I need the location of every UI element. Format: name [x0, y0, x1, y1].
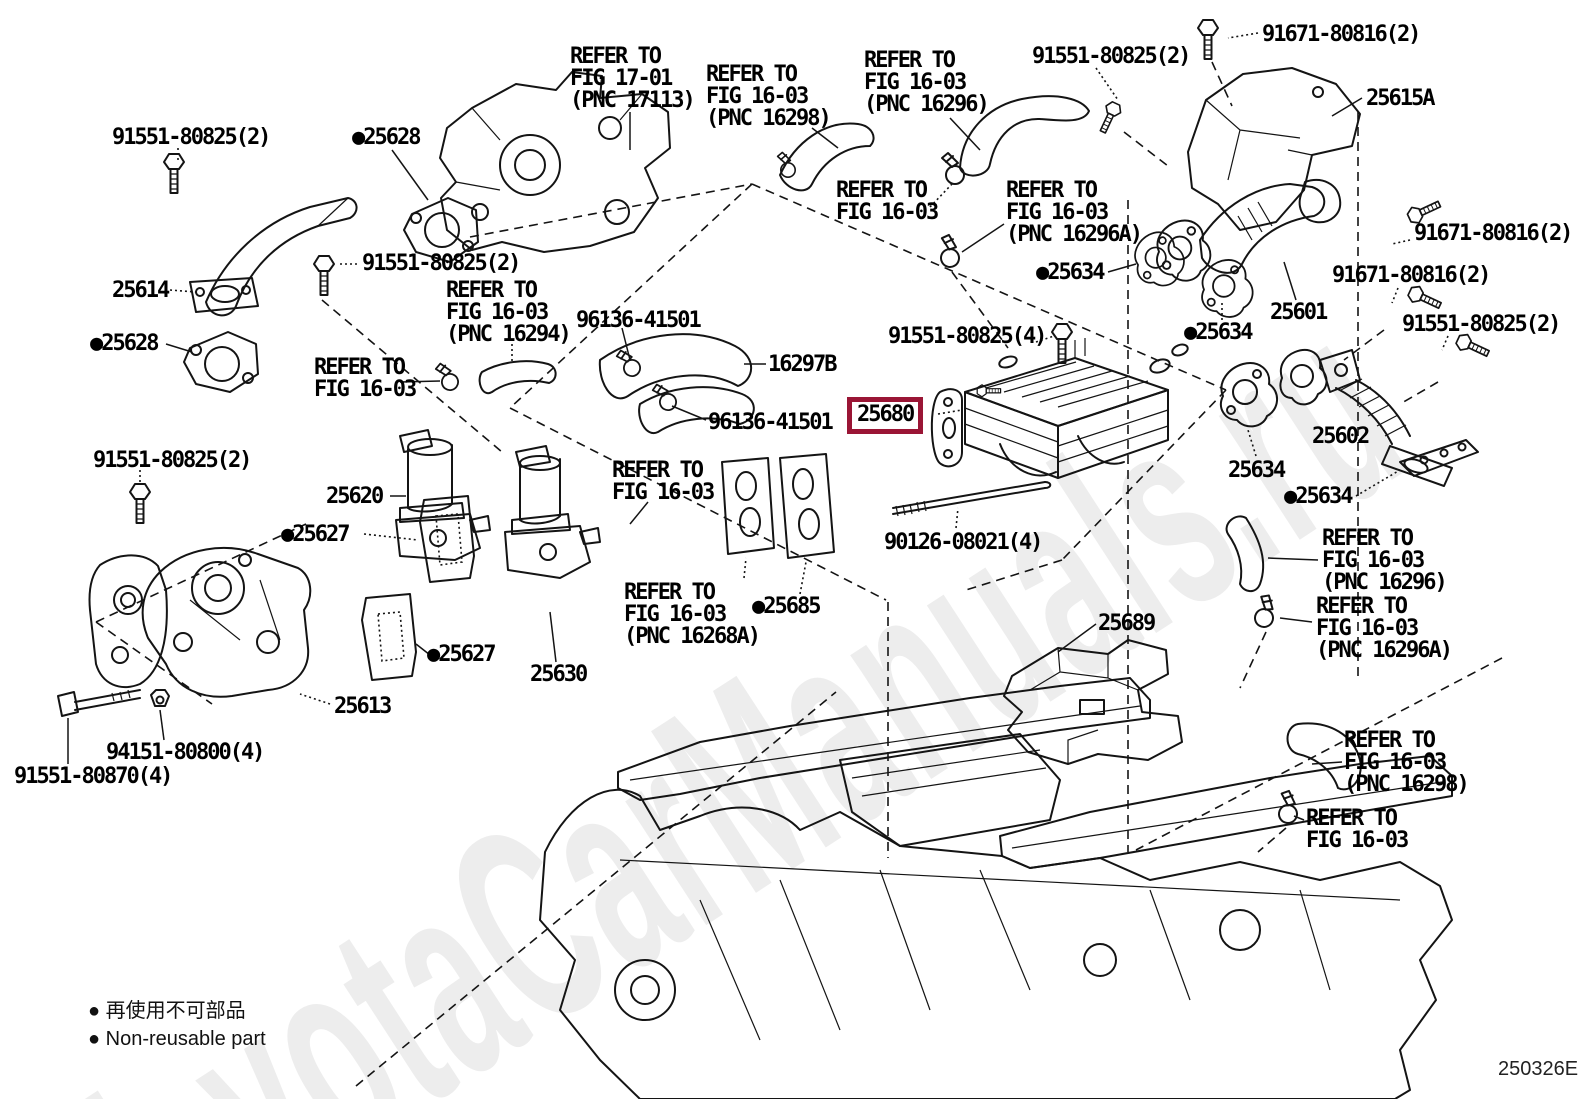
legend-non-reusable-jp: ● 再使用不可部品 [88, 1000, 246, 1022]
egr-cooler-25680-drawing [930, 338, 1189, 479]
label-part-25628-top: ●25628 [352, 125, 421, 150]
label-part-91551-80825-2-right: 91551-80825(2) [1402, 312, 1561, 337]
label-refer-fig16-03-pnc16298-top: REFER TO FIG 16-03 (PNC 16298) [706, 62, 832, 131]
label-refer-fig16-03-pnc16296A-top: REFER TO FIG 16-03 (PNC 16296A) [1006, 178, 1143, 247]
leader-lines [67, 32, 1449, 821]
label-part-91551-80825-2-topleft: 91551-80825(2) [112, 125, 271, 150]
construction-lines [95, 61, 1503, 1087]
label-part-96136-41501-bottom: 96136-41501 [708, 410, 834, 435]
hose-pnc16298-right-drawing [1271, 722, 1362, 827]
label-part-91551-80825-2-topright: 91551-80825(2) [1032, 44, 1191, 69]
engine-block-drawing [539, 677, 1453, 1099]
label-part-25601: 25601 [1270, 300, 1328, 325]
gasket-25685-drawing [779, 453, 835, 559]
gasket-25628-left-drawing [183, 331, 259, 393]
hoses-16297B-drawing [598, 333, 755, 435]
label-part-25628-left: ●25628 [90, 331, 159, 356]
stud-90126-drawing [892, 481, 1052, 517]
label-part-91671-80816-2-top: 91671-80816(2) [1262, 22, 1421, 47]
label-part-25680: 25680 [847, 397, 924, 434]
gasket-pnc16268A-drawing [721, 457, 775, 555]
label-part-96136-41501-top: 96136-41501 [576, 308, 702, 333]
label-part-91551-80870-4: 91551-80870(4) [14, 764, 173, 789]
pipe-25602-drawing [1279, 349, 1453, 487]
egr-valve-25620-drawing [395, 429, 491, 561]
label-part-25685: ●25685 [752, 594, 821, 619]
label-part-91551-80825-2-mid: 91551-80825(2) [362, 251, 521, 276]
label-refer-fig16-03-pnc16296-top: REFER TO FIG 16-03 (PNC 16296) [864, 48, 990, 117]
label-refer-fig17-01: REFER TO FIG 17-01 (PNC 17113) [570, 44, 696, 113]
label-part-25615A: 25615A [1366, 86, 1435, 111]
label-refer-fig16-03-pnc16268A: REFER TO FIG 16-03 (PNC 16268A) [624, 580, 761, 649]
insulator-25689-drawing [1003, 639, 1183, 765]
hose-pnc16296-right-drawing [1225, 515, 1284, 632]
gasket-25628-top-drawing [403, 197, 479, 263]
label-part-94151-80800-4: 94151-80800(4) [106, 740, 265, 765]
label-part-25630: 25630 [530, 662, 588, 687]
egr-valve-25630-drawing [504, 445, 601, 579]
label-refer-fig16-03-pnc16296A-right: REFER TO FIG 16-03 (PNC 16296A) [1316, 594, 1453, 663]
label-part-25627-2: ●25627 [427, 642, 496, 667]
label-part-25613: 25613 [334, 694, 392, 719]
label-part-91551-80825-4: 91551-80825(4) [888, 324, 1047, 349]
diagram-code: 250326E [1498, 1058, 1579, 1080]
label-part-25634-3: 25634 [1228, 458, 1286, 483]
pipe-25614-drawing [189, 197, 358, 317]
label-part-91551-80825-2-left: 91551-80825(2) [93, 448, 252, 473]
label-part-90126-08021-4: 90126-08021(4) [884, 530, 1043, 555]
label-part-25634-1: ●25634 [1036, 260, 1105, 285]
label-part-25689: 25689 [1098, 611, 1156, 636]
label-part-25634-4: ●25634 [1284, 484, 1353, 509]
label-refer-fig16-03-pnc16296-right: REFER TO FIG 16-03 (PNC 16296) [1322, 526, 1448, 595]
label-part-16297B: 16297B [768, 352, 837, 377]
gasket-25627-1-drawing [419, 495, 475, 583]
legend-non-reusable-en: ● Non-reusable part [88, 1028, 266, 1050]
label-refer-fig16-03-pnc16298-right: REFER TO FIG 16-03 (PNC 16298) [1344, 728, 1470, 797]
label-part-25620: 25620 [326, 484, 384, 509]
label-refer-fig16-03-pnc16294: REFER TO FIG 16-03 (PNC 16294) [446, 278, 572, 347]
manifold-25613-drawing [88, 547, 312, 698]
label-part-25614: 25614 [112, 278, 170, 303]
label-refer-fig16-03-mid: REFER TO FIG 16-03 [836, 178, 939, 225]
throttle-body-drawing [439, 71, 671, 253]
hose-pnc16296-top-drawing [934, 95, 1090, 271]
label-part-25602: 25602 [1312, 424, 1370, 449]
heat-shield-25615A-drawing [1187, 67, 1361, 231]
label-refer-fig16-03-bottomright: REFER TO FIG 16-03 [1306, 806, 1409, 853]
hose-pnc16298-top-drawing [776, 122, 875, 192]
label-part-91671-80816-2-right2: 91671-80816(2) [1332, 263, 1491, 288]
label-refer-fig16-03-center: REFER TO FIG 16-03 [612, 458, 715, 505]
hose-pnc16294-drawing [434, 360, 557, 395]
label-part-25627-1: ●25627 [281, 522, 350, 547]
label-part-91671-80816-2-right1: 91671-80816(2) [1414, 221, 1573, 246]
gasket-25627-2-drawing [361, 593, 417, 681]
label-part-25634-2: ●25634 [1184, 320, 1253, 345]
label-refer-fig16-03-left: REFER TO FIG 16-03 [314, 355, 417, 402]
fasteners [57, 19, 1493, 717]
